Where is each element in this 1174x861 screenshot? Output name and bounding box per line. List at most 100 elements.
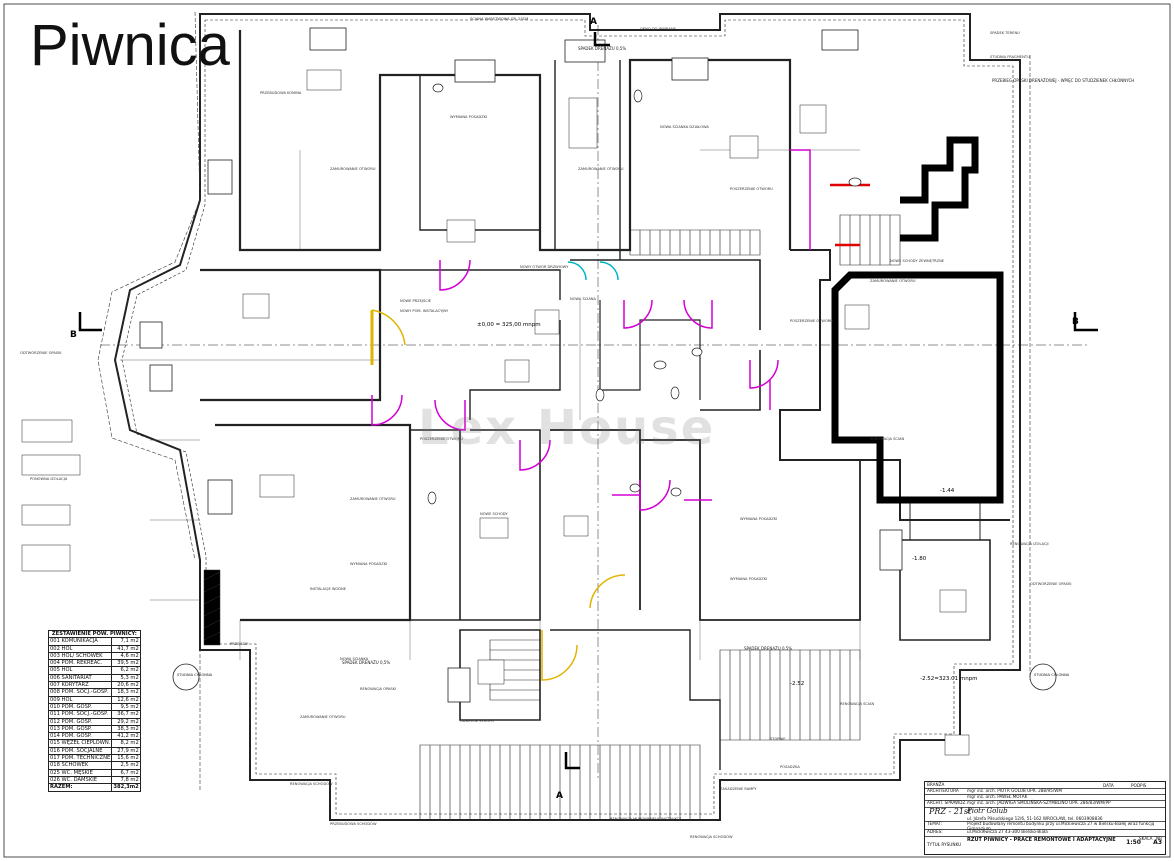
svg-text:ODKRYCIE STROPU: ODKRYCIE STROPU: [460, 719, 494, 723]
room-name: 011 POM. SOCJ.-GOSP.: [47, 710, 113, 719]
room-area: 8,2 m2: [111, 739, 141, 748]
svg-text:NOWA ŚCIANKA DZIAŁOWA: NOWA ŚCIANKA DZIAŁOWA: [660, 124, 709, 129]
svg-text:SPADEK TERENU: SPADEK TERENU: [990, 31, 1020, 35]
svg-text:ŚCIANA WARSTWOWA GR. 25CM: ŚCIANA WARSTWOWA GR. 25CM: [470, 16, 528, 21]
room-area: 39,5 m2: [111, 659, 141, 668]
title-block-architecture-2-value: mgr inż. arch. PAWEŁ MOTAK: [967, 794, 1028, 799]
title-block-sheet-label: NR: [1156, 836, 1163, 841]
level-marker-5: ±0,00 = 325,00 mnpm: [477, 322, 541, 328]
room-name: 001 KOMUNIKACJA: [47, 637, 113, 646]
svg-text:WYMIANA POSADZKI: WYMIANA POSADZKI: [740, 517, 777, 521]
room-area: 6,7 m2: [111, 768, 141, 777]
svg-text:RENOWACJA ŚCIAN: RENOWACJA ŚCIAN: [840, 701, 874, 706]
title-block-row-architecture: ARCHITEKTURA mgr inż. arch. PIOTR GOLUB …: [925, 788, 1165, 795]
room-area: 41,7 m2: [111, 644, 141, 653]
svg-text:PRZEBUDOWA KOMINA: PRZEBUDOWA KOMINA: [260, 91, 302, 95]
title-block-subject-value: Projekt budowlany remontu budynku przy u…: [967, 821, 1155, 831]
svg-text:STUDNIA FRAGMENTU: STUDNIA FRAGMENTU: [990, 55, 1030, 59]
level-marker-3: -2.52: [790, 681, 804, 687]
title-block-site-value: ul.Mickiewicza 27 43-300 Bielsko-Biała: [967, 829, 1048, 834]
room-area: 4,6 m2: [111, 651, 141, 661]
svg-text:NOWA ŚCIANA: NOWA ŚCIANA: [570, 296, 596, 301]
area-summary-row: 015 WĘZEŁ CIEPLOWN.8,2 m2: [47, 739, 141, 748]
title-block-subject-label: TEMAT:: [927, 821, 942, 826]
title-block-branza-label: BRANŻA: [927, 782, 945, 787]
title-block-sheet-value: A3: [1153, 839, 1162, 846]
level-marker-4: -2.52=323.01 mnpm: [920, 676, 978, 682]
room-area: 29,2 m2: [111, 717, 141, 726]
room-name: 008 POM. SOCJ.-GOSP.: [47, 688, 113, 697]
svg-text:RENOWACJA SCHODÓW: RENOWACJA SCHODÓW: [290, 781, 333, 786]
room-name: 014 POM. GOSP.: [47, 732, 113, 741]
title-block-signature-header: PODPIS: [1131, 783, 1147, 788]
svg-text:POSADZKA: POSADZKA: [780, 765, 800, 769]
svg-text:NOWE SCHODY: NOWE SCHODY: [480, 512, 508, 516]
title-block-address: ul. Józefa Piłsudskiego 12/6, 51-162 WRO…: [967, 816, 1103, 821]
title-block-row-checker: ARCHIT. SPRAWDZ. mgr inż. arch. JADWIGA …: [925, 800, 1165, 808]
svg-text:ZAMUROWANIE OTWORU: ZAMUROWANIE OTWORU: [578, 167, 624, 171]
room-name: 025 WC. MĘSKIE: [47, 768, 113, 777]
title-block-row-branza: BRANŻA: [925, 782, 1165, 789]
svg-text:STOPNIE: STOPNIE: [770, 737, 786, 741]
room-area: 20,6 m2: [111, 681, 141, 690]
area-summary-row: 008 POM. SOCJ.-GOSP.18,3 m2: [47, 688, 141, 697]
room-area: 5,3 m2: [111, 673, 141, 683]
svg-text:RENOWACJA IZOLACJI: RENOWACJA IZOLACJI: [1010, 542, 1049, 546]
section-mark-a-bottom: A: [556, 791, 563, 801]
title-block-date-header: DATA: [1103, 783, 1114, 788]
total-label: RAZEM:: [47, 783, 113, 792]
room-area: 7,1 m2: [111, 637, 141, 646]
area-summary-total-row: RAZEM:382,3m2: [47, 783, 141, 792]
area-summary-row: 011 POM. SOCJ.-GOSP.36,7 m2: [47, 710, 141, 719]
well-right-label: STUDNIA CHŁONNA: [1034, 673, 1070, 677]
section-mark-a-top: A: [590, 17, 597, 27]
room-area: 36,7 m2: [111, 710, 141, 719]
area-summary-header: ZESTAWIENIE POW. PIWNICY:: [48, 629, 141, 639]
title-block-checker-label: ARCHIT. SPRAWDZ.: [927, 800, 967, 805]
room-area: 18,3 m2: [111, 688, 141, 697]
svg-text:PRZEBUDOWA SCHODÓW: PRZEBUDOWA SCHODÓW: [330, 821, 377, 826]
drainage-slope-2: SPADEK DRENAŻU 0,5%: [342, 660, 390, 665]
svg-text:ZAMUROWANIE OTWORU: ZAMUROWANIE OTWORU: [330, 167, 376, 171]
title-block: DATA PODPIS BRANŻA ARCHITEKTURA mgr inż.…: [924, 781, 1166, 855]
room-name: 005 HOL: [47, 666, 113, 675]
svg-text:PONOWNA IZOLACJA: PONOWNA IZOLACJA: [30, 477, 68, 481]
room-area: 38,3 m2: [111, 724, 141, 734]
title-block-architecture-label: ARCHITEKTURA: [927, 788, 959, 793]
svg-text:WYMIANA POSADZKI: WYMIANA POSADZKI: [350, 562, 387, 566]
title-block-scale-label: SKALA: [1139, 836, 1153, 841]
title-block-scale-value: 1:50: [1126, 839, 1141, 846]
svg-text:NOWE PRZEJŚCIE: NOWE PRZEJŚCIE: [400, 298, 432, 303]
svg-text:POSZERZENIE OTWORU: POSZERZENIE OTWORU: [790, 319, 833, 323]
svg-text:OKNO DO WYMIANY: OKNO DO WYMIANY: [640, 27, 677, 31]
room-area: 9,5 m2: [111, 702, 141, 712]
room-name: 018 SCHOWEK: [47, 761, 113, 770]
area-summary-row: 004 POM. REKREAC.39,5 m2: [47, 659, 141, 668]
svg-text:RENOWACJA SCHODÓW: RENOWACJA SCHODÓW: [690, 834, 733, 839]
title-block-row-subject: TEMAT: Projekt budowlany remontu budynku…: [925, 821, 1165, 831]
area-summary-row: 010 POM. GOSP.9,5 m2: [47, 702, 141, 712]
room-name: 004 POM. REKREAC.: [47, 659, 113, 668]
room-area: 15,6 m2: [111, 754, 141, 763]
area-summary-header-row: ZESTAWIENIE POW. PIWNICY:: [48, 629, 141, 639]
svg-text:RENOWACJA OPASKI: RENOWACJA OPASKI: [360, 687, 396, 691]
section-mark-b-right: B: [1072, 317, 1079, 327]
room-area: 7,8 m2: [111, 775, 141, 785]
title-block-drawing-title-label: TYTUŁ RYSUNKU: [927, 842, 962, 847]
room-name: 013 POM. GOSP.: [47, 724, 113, 734]
svg-text:NOWY POM. INSTALACYJNY: NOWY POM. INSTALACYJNY: [400, 309, 449, 313]
svg-text:ODTWORZENIE OPASKI: ODTWORZENIE OPASKI: [1030, 582, 1072, 586]
area-summary-row: 014 POM. GOSP.41,2 m2: [47, 732, 141, 741]
room-name: 007 KORYTARZ: [47, 681, 113, 690]
title-block-drawing-title-value: RZUT PIWNICY - PRACE REMONTOWE I ADAPTAC…: [967, 837, 1116, 843]
watermark: Lex House: [418, 400, 716, 456]
